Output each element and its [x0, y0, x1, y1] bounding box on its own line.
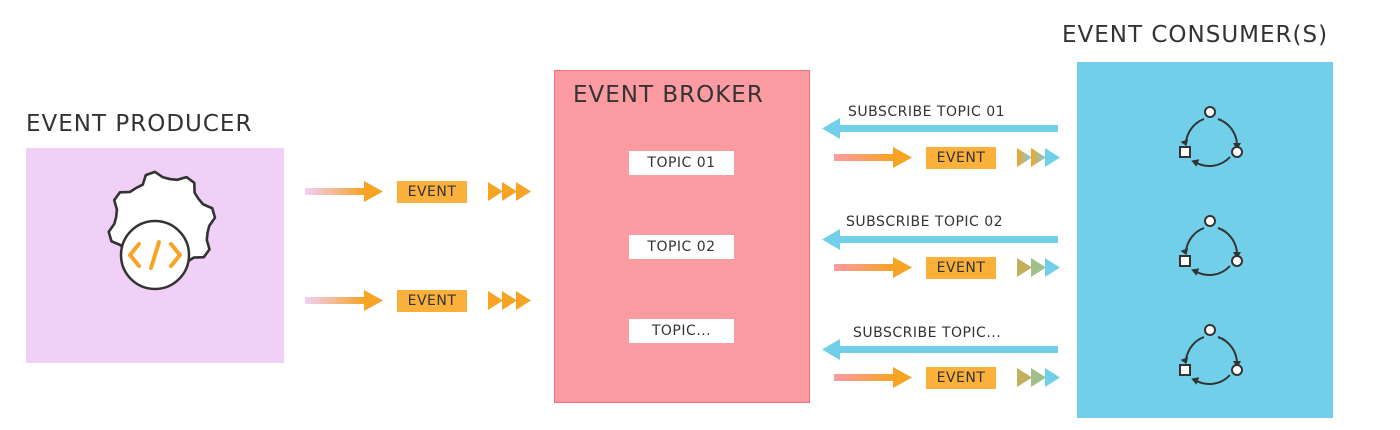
event-arrow	[834, 257, 912, 278]
subscribe-arrow	[822, 229, 1058, 250]
broker-title: EVENT BROKER	[573, 82, 764, 108]
event-arrow	[834, 147, 912, 168]
event-arrow	[305, 181, 383, 202]
event-tag: EVENT	[926, 367, 996, 389]
topic-label: TOPIC...	[629, 319, 734, 343]
subscribe-label: SUBSCRIBE TOPIC 01	[848, 104, 1006, 120]
chevron-arrows-icon	[488, 182, 531, 201]
event-tag: EVENT	[397, 181, 467, 203]
topic-label: TOPIC 02	[629, 235, 734, 259]
cycle-icon	[1179, 106, 1243, 167]
gear-code-icon	[107, 170, 217, 291]
subscribe-arrow	[822, 118, 1058, 139]
event-tag: EVENT	[926, 257, 996, 279]
chevron-arrows-icon	[488, 291, 531, 310]
chevron-arrows-icon	[1017, 258, 1060, 277]
cycle-icon	[1179, 215, 1243, 276]
producer-title: EVENT PRODUCER	[26, 111, 253, 137]
consumer-box	[1077, 62, 1333, 418]
producer-box	[26, 148, 284, 363]
chevron-arrows-icon	[1017, 368, 1060, 387]
subscribe-arrow	[822, 339, 1058, 360]
consumer-title: EVENT CONSUMER(S)	[1062, 22, 1329, 48]
subscribe-label: SUBSCRIBE TOPIC...	[853, 325, 1002, 341]
event-tag: EVENT	[926, 147, 996, 169]
topic-label: TOPIC 01	[629, 151, 734, 175]
cycle-icon	[1179, 324, 1243, 385]
chevron-arrows-icon	[1017, 148, 1060, 167]
event-arrow	[305, 290, 383, 311]
event-arrow	[834, 367, 912, 388]
subscribe-label: SUBSCRIBE TOPIC 02	[846, 214, 1004, 230]
event-tag: EVENT	[397, 290, 467, 312]
